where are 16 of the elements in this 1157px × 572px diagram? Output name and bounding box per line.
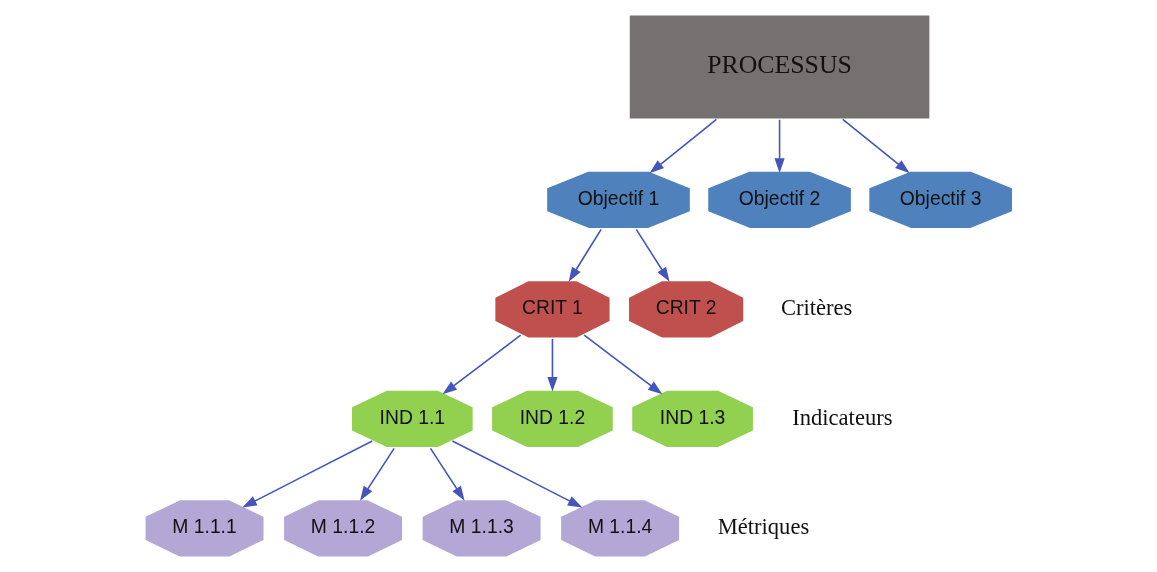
arrow bbox=[841, 118, 910, 174]
arrow bbox=[360, 447, 395, 501]
arrow bbox=[568, 228, 602, 282]
arrow bbox=[635, 228, 670, 282]
arrow bbox=[547, 338, 558, 392]
label: Indicateurs bbox=[792, 404, 893, 430]
arrow bbox=[774, 119, 785, 173]
label: Critères bbox=[780, 295, 853, 321]
label: Métriques bbox=[717, 514, 810, 540]
node-box: PROCESSUS bbox=[628, 13, 931, 121]
arrow bbox=[429, 447, 465, 501]
arrow bbox=[451, 440, 583, 508]
arrow bbox=[649, 118, 718, 174]
arrow bbox=[242, 440, 374, 508]
arrow bbox=[442, 334, 522, 395]
arrow bbox=[583, 334, 663, 395]
